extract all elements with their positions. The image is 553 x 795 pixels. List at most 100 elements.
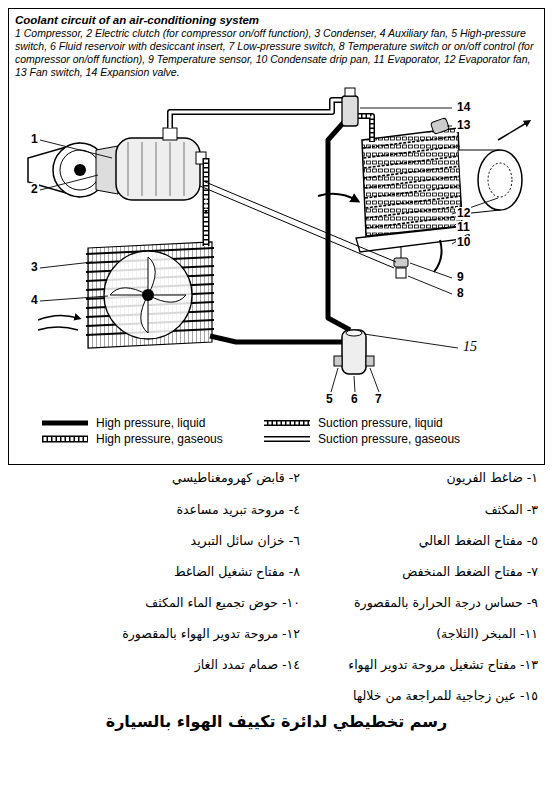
callout-number: 8 [456,287,465,300]
evaporator-tube [366,206,462,218]
part-name: ١٥- عين زجاجية للمراجعة من خلالها [353,688,538,704]
callout-number: 11 [456,221,471,234]
auxiliary-fan-ring [104,251,192,339]
callout-number: 14 [456,101,471,114]
evaporator-tube [366,216,462,228]
legend-stroke [264,420,310,426]
legend-stroke [264,438,310,441]
pulley-hub [74,164,86,176]
leader-line [364,334,458,348]
compressor-rib [184,142,185,196]
callout-number: 12 [456,207,471,220]
leader-line [447,126,452,127]
leader-line [40,296,108,301]
leader-line [40,262,92,268]
pipe-stroke [170,100,344,128]
callout-number: 6 [350,393,359,406]
legend-text: Suction pressure, liquid [318,416,443,430]
air-flow-arrow [498,122,528,140]
legend-entry: Suction pressure, gaseous [262,432,460,446]
callout-number: 9 [456,271,465,284]
fan-hub [142,289,154,301]
legend-entry: Suction pressure, liquid [262,416,443,430]
refrigerant-pipe [170,100,344,128]
leader-line [408,276,452,294]
pipe-stroke [358,116,372,142]
air-flow-arrow [38,315,78,320]
evaporator-tube [365,196,461,208]
evaporator-tube [363,146,459,158]
legend-sample [262,433,312,445]
legend-sample [40,417,90,429]
fluid-reservoir [342,330,366,374]
part-name: ٩- حساس درجة الحرارة بالمقصورة [354,595,538,611]
leader-line [331,368,338,392]
leader-line [354,376,355,392]
callout-number: 3 [30,261,39,274]
temperature-sensor [394,258,408,267]
part-name: ٥- مفتاح الضغط العالي [419,533,538,549]
part-name: ١١- المبخر (الثلاجة) [436,626,538,642]
control-wire [203,181,396,262]
fan-switch [430,118,449,135]
callout-number: 7 [374,393,383,406]
compressor-rib [156,142,157,196]
sensor-capillary [401,246,402,258]
legend-text: High pressure, liquid [96,416,205,430]
electric-clutch [96,146,118,194]
callout-number: 15 [462,340,478,353]
low-pressure-switch [366,356,374,366]
part-name: ٧- مفتاح الضغط المنخفض [402,564,538,580]
compressor-port [163,128,177,140]
legend-stroke [42,437,88,441]
diagram-caption: رسم تخطيطي لدائرة تكييف الهواء بالسيارة [106,712,448,731]
evaporator-tube [365,176,461,188]
part-name: ٢- قابض كهرومغناطيسي [172,470,300,486]
leader-line [40,175,98,190]
legend-entry: High pressure, gaseous [40,432,223,446]
evaporator-block [362,128,462,236]
part-name: ٤- مروحة تبريد مساعدة [176,502,300,518]
legend-sample [262,417,312,429]
pulley-groove [60,150,100,190]
evaporator-tube [364,156,460,168]
pipe-stroke [358,116,372,142]
sight-glass [346,330,362,336]
flow-arrow [280,342,296,343]
drain-hose [434,240,442,272]
valve-cap [345,88,355,96]
callout-number: 4 [30,294,39,307]
leader-line [410,263,452,278]
legend-stroke [42,437,88,441]
pipe-stroke [328,122,350,330]
callout-number: 2 [30,183,39,196]
refrigerant-pipe [328,122,350,330]
flow-arrow [328,236,329,250]
compressor-rib [170,142,171,196]
air-flow-arrow [38,327,78,330]
legend-stroke [42,436,88,443]
temperature-switch [396,268,406,278]
leader-line [360,108,452,109]
callout-number: 5 [325,393,334,406]
expansion-valve [342,96,358,126]
legend-sample [40,433,90,445]
parts-description: 1 Compressor, 2 Electric clutch (for com… [9,27,544,79]
pipe-stroke [204,158,208,246]
compressor-rib [128,142,129,196]
air-flow-arrow [318,194,356,200]
evaporator-tube [364,166,460,178]
pipe-stroke [170,100,344,128]
part-name: ١٤- صمام تمدد الغاز [195,657,300,673]
callout-number: 10 [456,236,471,249]
diagram-heading: Coolant circuit of an air-conditioning s… [9,14,544,27]
refrigerant-pipe [206,158,207,246]
leader-line [40,140,112,158]
fan-wheel [488,163,512,197]
control-wire [200,186,394,268]
legend-stroke [264,422,310,425]
part-name: ١٢- مروحة تدوير الهواء بالمقصورة [122,626,300,642]
part-name: ٨- مفتاح تشغيل الضاغط [174,564,300,580]
drip-pan [356,226,470,252]
evaporator-fan [478,150,522,210]
